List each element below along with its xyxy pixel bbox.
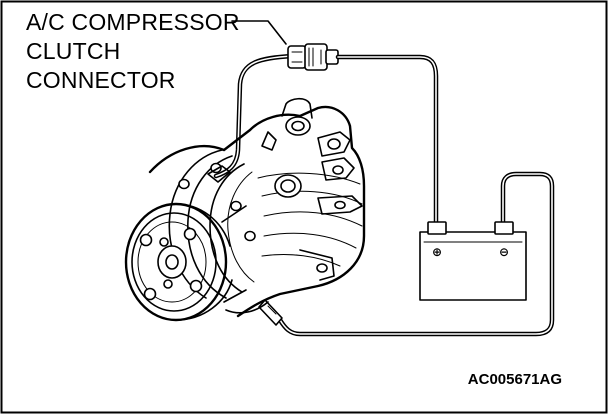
battery-positive-terminal-icon: ⊕	[432, 245, 442, 259]
callout-line-3: CONNECTOR	[26, 67, 176, 93]
compressor-lead-wire	[213, 53, 295, 179]
figure-id-label: AC005671AG	[467, 371, 562, 388]
connector-callout-label: A/C COMPRESSOR CLUTCH CONNECTOR	[26, 8, 240, 95]
battery-negative-terminal-icon: ⊖	[499, 245, 509, 259]
callout-line-1: A/C COMPRESSOR	[26, 9, 240, 35]
callout-line-2: CLUTCH	[26, 38, 121, 64]
jumper-wire-positive	[335, 54, 439, 225]
jumper-wire-ground	[277, 171, 555, 337]
clutch-connector	[287, 43, 339, 71]
callout-leader-line	[231, 20, 287, 45]
ground-clip	[258, 299, 283, 326]
ac-compressor-illustration	[124, 97, 366, 322]
battery	[419, 221, 527, 301]
